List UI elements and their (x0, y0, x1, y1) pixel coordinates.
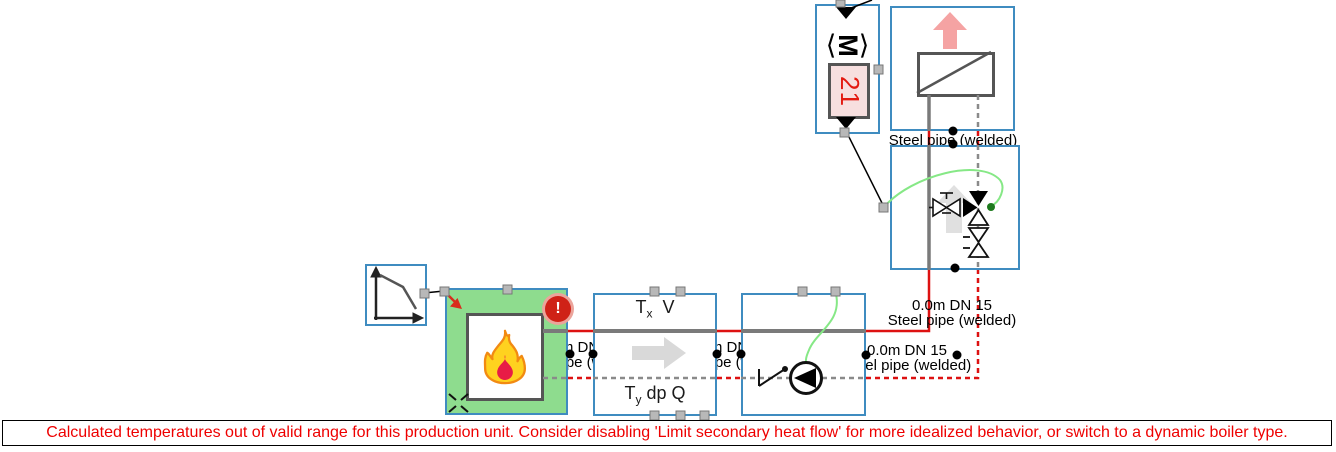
setpoint-display: 21 (828, 63, 870, 119)
flame-icon (483, 329, 527, 385)
pipe-label-valve-corner[interactable]: 0.0m DN 15 Steel pipe (welded) (887, 297, 1017, 329)
pump-component[interactable] (741, 293, 866, 416)
heat-curve-component[interactable] (365, 264, 427, 326)
motor-signal-icon: ⟨M⟩ (825, 30, 870, 60)
sensor-top-label: Tx V (635, 297, 675, 321)
controller-valve-link[interactable] (846, 132, 885, 208)
setpoint-value: 21 (834, 75, 865, 107)
radiator-component[interactable] (890, 6, 1015, 131)
validation-error-bar: Calculated temperatures out of valid ran… (2, 420, 1332, 446)
validation-error-text: Calculated temperatures out of valid ran… (46, 424, 1288, 441)
boiler-body (466, 313, 544, 401)
valve-group-component[interactable] (890, 145, 1020, 270)
curve-boiler-link[interactable] (423, 290, 445, 294)
radiator-symbol (917, 52, 995, 97)
warning-icon[interactable]: ! (545, 296, 571, 322)
sensor-bottom-label: Ty dp Q (624, 383, 686, 407)
controller-component[interactable]: ⟨M⟩ 21 (815, 4, 880, 134)
